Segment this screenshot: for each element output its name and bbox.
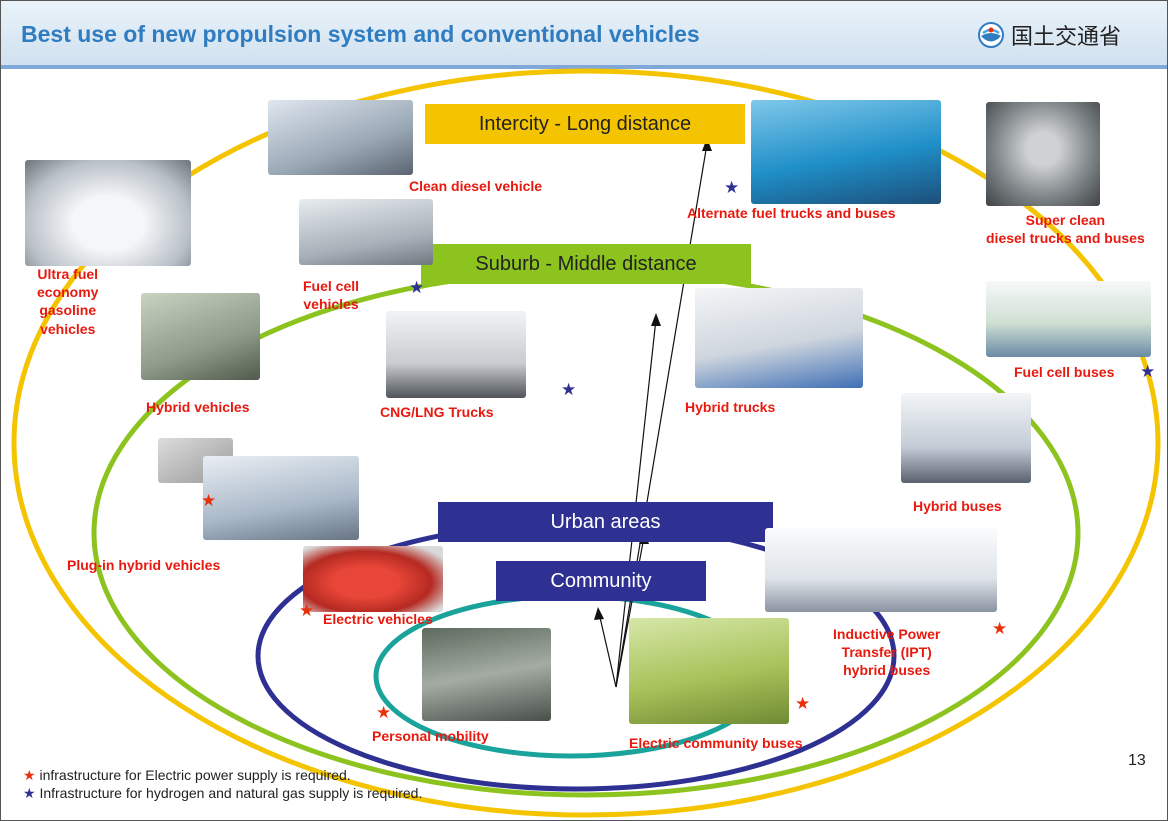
electric-star-icon: ★: [23, 767, 36, 783]
electric-star-icon: ★: [795, 694, 811, 713]
electric-vehicle-photo: [303, 546, 443, 612]
fuel-cell-vehicles-label: Fuel cell vehicles: [303, 278, 360, 313]
header-divider: [1, 65, 1167, 69]
page-title: Best use of new propulsion system and co…: [21, 21, 700, 47]
super-clean-label: Super clean diesel trucks and buses: [986, 212, 1145, 247]
arrowhead-long: [702, 138, 712, 151]
ultra-fuel-label: Ultra fuel economy gasoline vehicles: [37, 266, 99, 337]
hybrid-buses-label: Hybrid buses: [913, 498, 1002, 514]
arrow-community: [598, 612, 617, 688]
hybrid-vehicle-photo: [141, 293, 260, 380]
electric-star-icon: ★: [201, 491, 217, 510]
hybrid-trucks-label: Hybrid trucks: [685, 399, 776, 415]
legend-hydrogen-text: Infrastructure for hydrogen and natural …: [39, 785, 423, 801]
legend-electric-text: infrastructure for Electric power supply…: [39, 767, 351, 783]
electric-star-icon: ★: [299, 601, 315, 620]
hybrid-truck-photo: [695, 288, 863, 388]
cng-lng-truck-photo: [386, 311, 526, 398]
cng-lng-label: CNG/LNG Trucks: [380, 404, 494, 420]
zone-urban-label: Urban areas: [438, 502, 773, 542]
arrowhead-community: [594, 607, 604, 620]
plugin-hybrid-label: Plug-in hybrid vehicles: [67, 557, 221, 573]
electric-star-icon: ★: [992, 619, 1008, 638]
fuel-cell-vehicle-photo: [299, 199, 433, 265]
zone-intercity-label: Intercity - Long distance: [425, 104, 745, 144]
mlit-logo-icon: [978, 22, 1004, 48]
electric-vehicles-label: Electric vehicles: [323, 611, 433, 627]
hybrid-bus-photo: [901, 393, 1031, 483]
hybrid-vehicles-label: Hybrid vehicles: [146, 399, 250, 415]
hydrogen-star-icon: ★: [409, 278, 425, 297]
zone-community-label: Community: [496, 561, 706, 601]
plugin-hybrid-photo: [203, 456, 359, 540]
super-clean-engine-photo: [986, 102, 1100, 206]
clean-diesel-photo: [268, 100, 413, 175]
page-number: 13: [1128, 752, 1146, 769]
hydrogen-star-icon: ★: [23, 785, 36, 801]
electric-star-icon: ★: [376, 703, 392, 722]
electric-community-buses-label: Electric community buses: [629, 735, 803, 751]
personal-mobility-photo: [422, 628, 551, 721]
hydrogen-star-icon: ★: [561, 380, 577, 399]
legend-electric: ★ infrastructure for Electric power supp…: [23, 767, 351, 784]
fuel-cell-buses-label: Fuel cell buses: [1014, 364, 1115, 380]
alternate-fuel-label: Alternate fuel trucks and buses: [687, 205, 896, 221]
intercity-ring: [11, 68, 1161, 818]
arrowhead-middle: [651, 313, 661, 326]
ultra-fuel-car-photo: [25, 160, 191, 266]
clean-diesel-label: Clean diesel vehicle: [409, 178, 543, 194]
header-bar: Best use of new propulsion system and co…: [1, 1, 1167, 69]
fuel-cell-bus-photo: [986, 281, 1151, 357]
hydrogen-star-icon: ★: [724, 178, 740, 197]
alternate-fuel-truck-photo: [751, 100, 941, 204]
ipt-hybrid-bus-photo: [765, 528, 997, 612]
legend-hydrogen: ★ Infrastructure for hydrogen and natura…: [23, 785, 422, 802]
ipt-hybrid-buses-label: Inductive Power Transfer (IPT) hybrid bu…: [833, 626, 941, 679]
ministry-brand: 国土交通省: [977, 19, 1121, 51]
zone-suburb-label: Suburb - Middle distance: [421, 244, 751, 284]
personal-mobility-label: Personal mobility: [372, 728, 489, 744]
ministry-name: 国土交通省: [1011, 25, 1122, 50]
hydrogen-star-icon: ★: [1140, 362, 1156, 381]
electric-community-bus-photo: [629, 618, 789, 724]
